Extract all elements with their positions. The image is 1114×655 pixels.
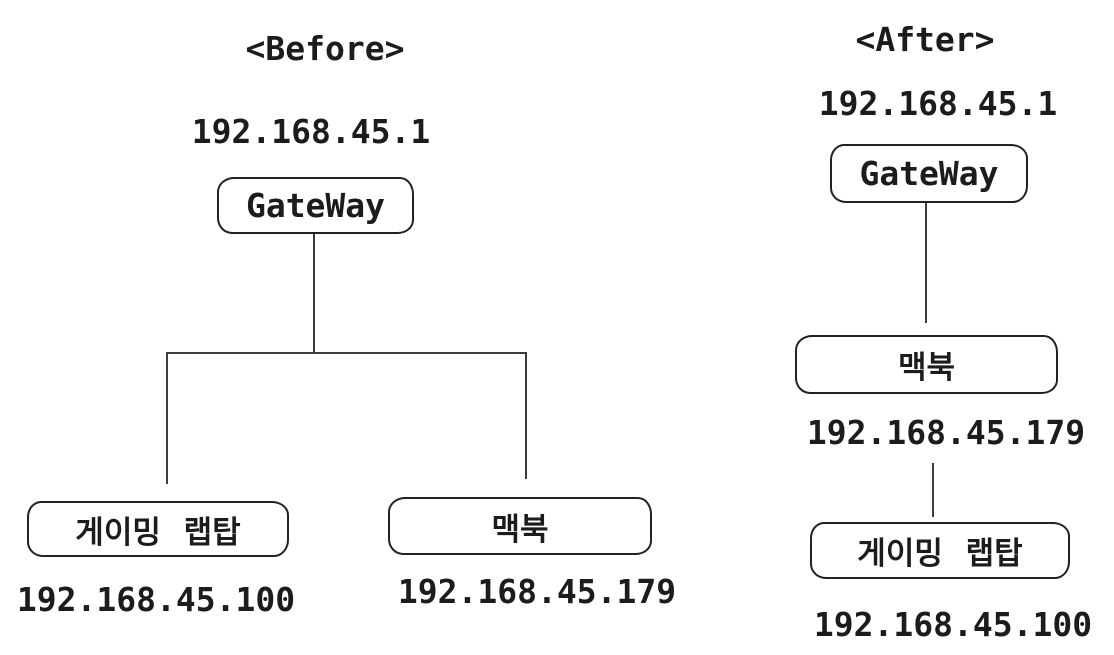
after-gateway-node: GateWay [830, 144, 1028, 203]
after-gaming-laptop-ip: 192.168.45.100 [813, 605, 1093, 644]
before-macbook-ip: 192.168.45.179 [397, 572, 677, 611]
before-title: <Before> [245, 29, 405, 68]
before-gateway-label: GateWay [245, 186, 386, 225]
before-gateway-node: GateWay [217, 177, 414, 234]
before-gateway-trunk-line [313, 234, 315, 353]
before-branch-line [166, 352, 527, 354]
before-gaming-laptop-ip: 192.168.45.100 [16, 580, 296, 619]
after-macbook-to-laptop-line [932, 463, 934, 517]
after-gateway-label: GateWay [859, 154, 999, 193]
after-gaming-laptop-label: 게이밍 랩탑 [857, 536, 1023, 572]
after-macbook-node: 맥북 [795, 335, 1058, 394]
before-gateway-ip: 192.168.45.1 [191, 112, 431, 151]
after-macbook-label: 맥북 [897, 350, 956, 386]
after-macbook-ip: 192.168.45.179 [806, 413, 1086, 452]
after-gateway-ip: 192.168.45.1 [818, 84, 1058, 123]
before-macbook-label: 맥북 [491, 511, 549, 548]
before-macbook-drop-line [525, 352, 527, 479]
before-gaming-laptop-label: 게이밍 랩탑 [75, 514, 241, 551]
before-laptop-drop-line [166, 352, 168, 484]
before-macbook-node: 맥북 [388, 497, 652, 555]
after-gaming-laptop-node: 게이밍 랩탑 [810, 522, 1070, 579]
before-gaming-laptop-node: 게이밍 랩탑 [27, 501, 289, 557]
after-gateway-to-macbook-line [925, 203, 927, 323]
after-title: <After> [855, 20, 995, 59]
